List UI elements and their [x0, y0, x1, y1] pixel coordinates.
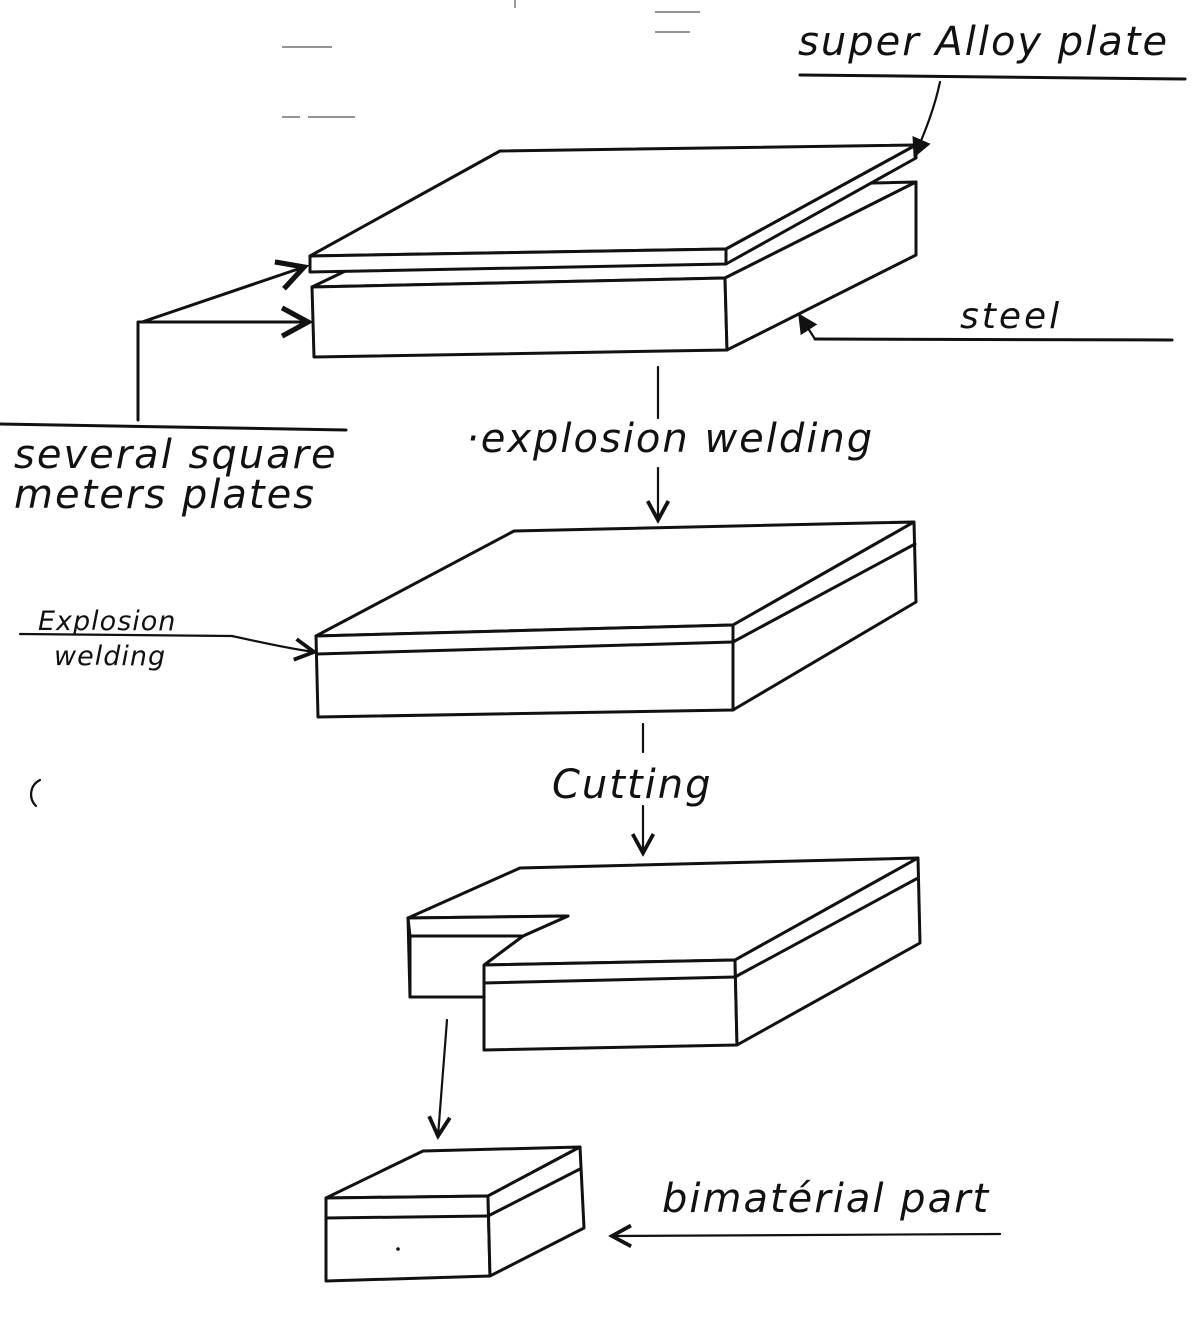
- stage-1-plates: [308, 143, 918, 359]
- super-alloy-plate-callout: super Alloy plate: [798, 19, 1187, 159]
- explosion-welding-process-label: ·explosion welding: [466, 416, 874, 462]
- several-square-callout: several square meters plates: [0, 267, 348, 518]
- cutting-step: Cutting: [552, 722, 713, 853]
- cutting-label: Cutting: [552, 762, 713, 808]
- explosion-welding-interface-label-line2: welding: [54, 641, 166, 672]
- super-alloy-plate: [308, 143, 918, 274]
- explosion-welding-interface-callout: Explosion welding: [18, 606, 314, 672]
- steel-label: steel: [960, 296, 1062, 337]
- stage-3-cut-plate: [406, 856, 922, 1052]
- bimaterial-part-label: bimatérial part: [662, 1176, 990, 1222]
- explosion-welding-step: ·explosion welding: [466, 365, 874, 520]
- weld-interface-front: [315, 640, 735, 656]
- steel-callout: steel: [798, 296, 1174, 342]
- weld-interface-side: [731, 542, 917, 644]
- stage-2-welded-plate: [314, 520, 918, 719]
- scan-marks: [282, 0, 700, 118]
- scan-mark-bracket: [30, 778, 42, 808]
- super-alloy-plate-label: super Alloy plate: [798, 19, 1169, 65]
- bimaterial-part-callout: bimatérial part: [612, 1176, 1002, 1236]
- stage-4-bimaterial-part: [324, 1145, 586, 1283]
- explosion-welding-interface-label-line1: Explosion: [38, 606, 176, 637]
- several-square-label-line2: meters plates: [14, 472, 316, 518]
- to-final-part-arrow: [438, 1018, 447, 1136]
- several-square-label-line1: several square: [14, 432, 338, 478]
